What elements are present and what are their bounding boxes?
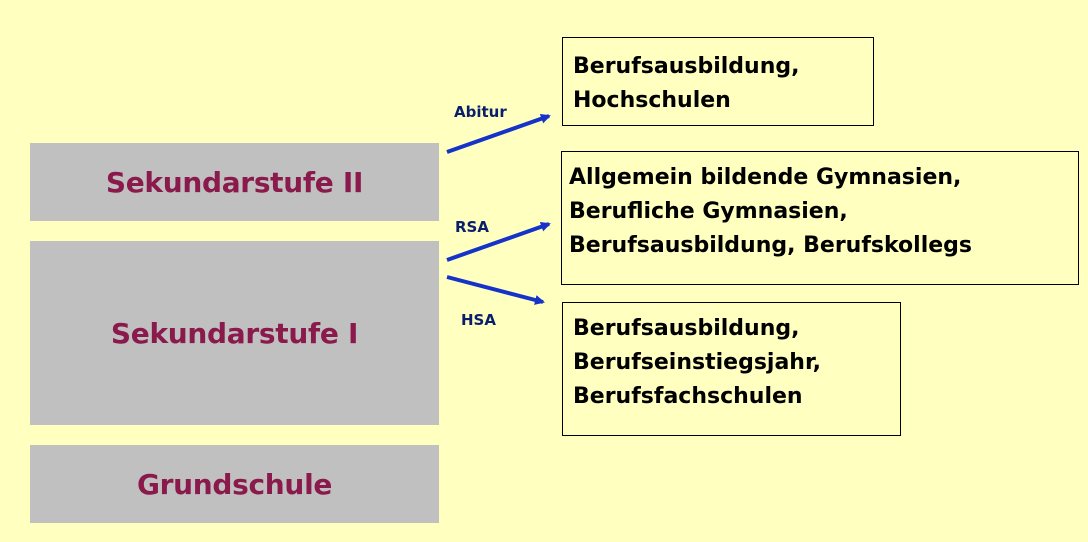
arrow-rsa xyxy=(446,221,551,262)
destination-box-abitur: Berufsausbildung, Hochschulen xyxy=(562,37,874,126)
path-label-hsa: HSA xyxy=(461,311,496,329)
destination-box-rsa: Allgemein bildende Gymnasien, Berufliche… xyxy=(561,151,1079,285)
destination-line: Allgemein bildende Gymnasien, xyxy=(569,165,962,190)
level-sekundarstufe-2: Sekundarstufe II xyxy=(30,143,439,221)
destination-line: Berufsfachschulen xyxy=(573,384,803,409)
level-label-grundschule: Grundschule xyxy=(136,467,333,501)
level-sekundarstufe-1: Sekundarstufe I xyxy=(30,241,439,425)
destination-line: Hochschulen xyxy=(573,88,731,113)
destination-line: Berufsausbildung, xyxy=(573,316,800,341)
destination-line: Berufseinstiegsjahr, xyxy=(573,350,821,375)
level-label-sekundarstufe-1: Sekundarstufe I xyxy=(110,316,359,350)
destination-line: Berufsausbildung, xyxy=(573,54,800,79)
arrow-hsa xyxy=(446,275,545,305)
level-grundschule: Grundschule xyxy=(30,445,439,523)
destination-box-hsa: Berufsausbildung, Berufseinstiegsjahr, B… xyxy=(562,302,901,436)
destination-line: Berufsausbildung, Berufskollegs xyxy=(569,233,973,258)
path-label-abitur: Abitur xyxy=(454,103,507,121)
arrow-abitur xyxy=(446,113,551,154)
destination-line: Berufliche Gymnasien, xyxy=(569,199,848,224)
path-label-rsa: RSA xyxy=(455,218,489,236)
level-label-sekundarstufe-2: Sekundarstufe II xyxy=(105,165,364,199)
